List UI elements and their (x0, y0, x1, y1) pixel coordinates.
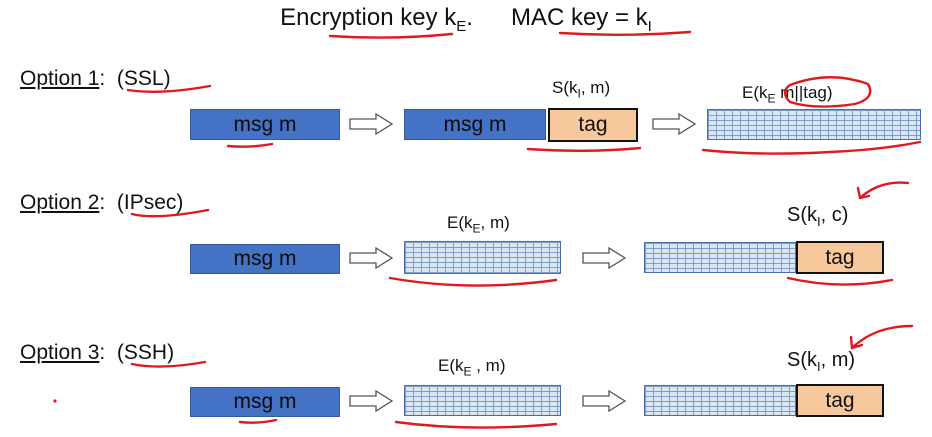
ipsec-mac-label: S(kI, c) (787, 204, 849, 229)
ssh-arrow-1 (349, 390, 394, 412)
slide-title: Encryption key kE. MAC key = kI (0, 4, 932, 35)
underline-ssl-tag (526, 146, 642, 152)
ssl-arrow-2 (652, 113, 697, 135)
underline-ipsec-tag (786, 276, 894, 286)
option-1-heading: Option 1: (SSL) (20, 67, 171, 90)
ipsec-arrow-1 (349, 247, 394, 269)
ssh-enc-label: E(kE , m) (438, 356, 506, 379)
ssh-msg-box: msg m (190, 387, 340, 417)
pointer-ssh-m (849, 324, 914, 350)
ssh-encrypted-box-2 (644, 385, 796, 416)
ssh-encrypted-box (404, 385, 561, 416)
ssl-msg-box: msg m (190, 109, 340, 140)
red-dot (53, 399, 57, 403)
ssh-arrow-2 (582, 390, 627, 412)
encryption-key-label: Encryption key kE. (280, 4, 473, 35)
mac-key-label: MAC key = kI (510, 4, 652, 35)
ssl-mac-label: S(kI, m) (552, 78, 611, 101)
ipsec-tag-box: tag (796, 241, 884, 274)
option-3-heading: Option 3: (SSH) (20, 341, 175, 364)
underline-ssh-msg (238, 418, 278, 424)
underline-ssl-encrypted (701, 140, 922, 155)
ssh-mac-label: S(kI, m) (787, 349, 856, 374)
pointer-ipsec-c (856, 181, 910, 200)
ssl-msg-box-2: msg m (404, 109, 546, 140)
ssl-tag-box: tag (548, 108, 638, 142)
ipsec-msg-box: msg m (190, 244, 340, 274)
option-2-heading: Option 2: (IPsec) (20, 191, 184, 214)
ipsec-encrypted-box-2 (644, 242, 796, 273)
underline-ssl-msg (226, 142, 274, 148)
ssl-enc-label: E(kE m||tag) (742, 83, 833, 106)
ssl-arrow-1 (349, 113, 394, 135)
underline-ssh-encrypted (394, 420, 558, 429)
ipsec-encrypted-box (404, 241, 561, 274)
ssl-encrypted-box (707, 109, 921, 140)
underline-ipsec-encrypted (388, 276, 558, 287)
ipsec-arrow-2 (582, 247, 627, 269)
ssh-tag-box: tag (796, 384, 884, 417)
ipsec-enc-label: E(kE, m) (447, 213, 510, 236)
